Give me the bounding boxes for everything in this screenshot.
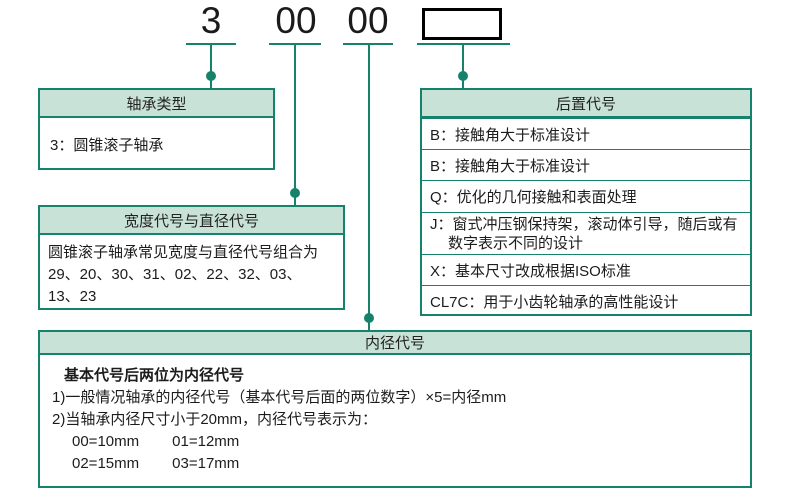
connector-dot-bore — [364, 313, 374, 323]
code-bore-digits: 00 — [347, 0, 389, 41]
bearing-type-box: 轴承类型 3：圆锥滚子轴承 — [38, 88, 275, 170]
suffix-codes-box: 后置代号 B：接触角大于标准设计 B：接触角大于标准设计 Q：优化的几何接触和表… — [420, 88, 752, 316]
bearing-type-box-item: 3：圆锥滚子轴承 — [50, 136, 164, 154]
bore-pair-00: 00=10mm — [72, 433, 140, 450]
bore-pair-row-2: 02=15mm 03=17mm — [52, 453, 740, 475]
bore-rule-1: 1)一般情况轴承的内径代号（基本代号后面的两位数字）×5=内径mm — [52, 389, 507, 406]
bore-pair-01: 01=12mm — [172, 433, 240, 450]
suffix-row-cl7c: CL7C：用于小齿轮轴承的高性能设计 — [422, 285, 750, 317]
suffix-row-q: Q：优化的几何接触和表面处理 — [422, 180, 750, 212]
bore-heading: 基本代号后两位为内径代号 — [64, 367, 245, 384]
code-type-digit: 3 — [200, 0, 222, 41]
bore-pair-03: 03=17mm — [172, 455, 240, 472]
bore-rule-2: 2)当轴承内径尺寸小于20mm，内径代号表示为： — [52, 411, 378, 428]
width-diameter-box: 宽度代号与直径代号 圆锥滚子轴承常见宽度与直径代号组合为 29、20、30、31… — [38, 205, 345, 310]
suffix-row-j: J：窗式冲压钢保持架，滚动体引导，随后或有 数字表示不同的设计 — [422, 212, 750, 254]
suffix-placeholder-rect — [422, 8, 502, 40]
connector-line-suffix — [462, 43, 464, 88]
bore-code-box-body: 基本代号后两位为内径代号 1)一般情况轴承的内径代号（基本代号后面的两位数字）×… — [40, 355, 750, 475]
bearing-type-box-title: 轴承类型 — [40, 90, 273, 118]
connector-dot-width — [290, 188, 300, 198]
connector-line-width — [294, 43, 296, 205]
connector-dot-type — [206, 71, 216, 81]
suffix-row-x: X：基本尺寸改成根据ISO标准 — [422, 254, 750, 285]
width-diameter-box-title: 宽度代号与直径代号 — [40, 207, 343, 235]
bore-pair-02: 02=15mm — [72, 455, 140, 472]
code-width-digits: 00 — [275, 0, 317, 41]
connector-dot-suffix — [458, 71, 468, 81]
bore-pair-row-1: 00=10mm 01=12mm — [52, 431, 740, 453]
connector-line-bore — [368, 43, 370, 330]
suffix-row-b2: B：接触角大于标准设计 — [422, 149, 750, 180]
connector-line-type — [210, 43, 212, 88]
bore-code-box-title: 内径代号 — [40, 332, 750, 355]
suffix-row-b1: B：接触角大于标准设计 — [422, 118, 750, 149]
width-diameter-box-description: 圆锥滚子轴承常见宽度与直径代号组合为 29、20、30、31、02、22、32、… — [48, 244, 319, 305]
bore-code-box: 内径代号 基本代号后两位为内径代号 1)一般情况轴承的内径代号（基本代号后面的两… — [38, 330, 752, 488]
suffix-codes-box-title: 后置代号 — [422, 90, 750, 118]
